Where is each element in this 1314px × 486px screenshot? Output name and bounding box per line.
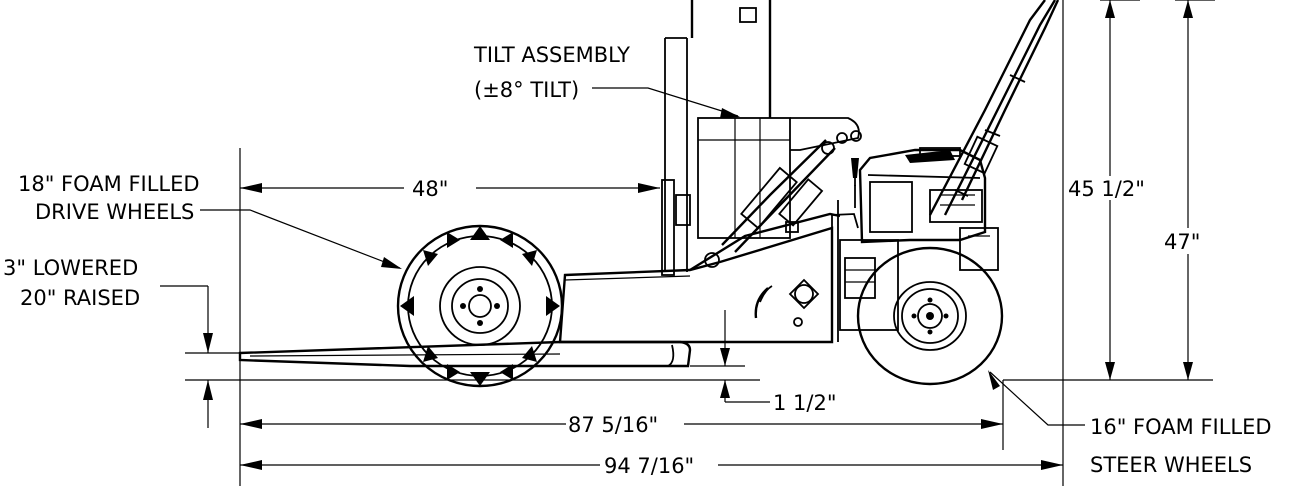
steering-handle (928, 0, 1060, 216)
steer-wheels-label-line2: STEER WHEELS (1090, 453, 1252, 477)
dimension-94-7-16: 94 7/16" (604, 454, 694, 478)
control-lever (851, 158, 859, 208)
drive-wheel (396, 224, 564, 388)
machine-line-art (238, 0, 1060, 388)
steer-wheel (856, 246, 1004, 386)
dimension-1-1-2: 1 1/2" (773, 391, 837, 415)
tilt-arm (704, 117, 862, 268)
fork-height-label-line1: 3" LOWERED (3, 256, 138, 280)
tilt-range-label: (±8° TILT) (474, 78, 579, 102)
dimension-lines (185, 0, 1215, 486)
fork-height-label-line2: 20" RAISED (20, 286, 140, 310)
mast (661, 0, 791, 276)
dimension-47: 47" (1164, 230, 1200, 254)
dimension-87-5-16: 87 5/16" (568, 413, 658, 437)
engine (858, 147, 999, 271)
labels: TILT ASSEMBLY (±8° TILT) 18" FOAM FILLED… (3, 43, 1272, 477)
forks (238, 340, 692, 368)
dimension-45-1-2: 45 1/2" (1068, 177, 1145, 201)
dimension-values: 48" 45 1/2" 47" 1 1/2" 87 5/16" 94 7/16" (404, 176, 1212, 479)
drive-wheels-label-line2: DRIVE WHEELS (35, 200, 194, 224)
dimension-48: 48" (412, 177, 448, 201)
drive-wheels-label-line1: 18" FOAM FILLED (18, 172, 200, 196)
steer-wheels-label-line1: 16" FOAM FILLED (1090, 415, 1272, 439)
chassis (558, 200, 899, 344)
leader-lines (160, 87, 1085, 426)
tilt-assembly-label: TILT ASSEMBLY (473, 43, 630, 67)
